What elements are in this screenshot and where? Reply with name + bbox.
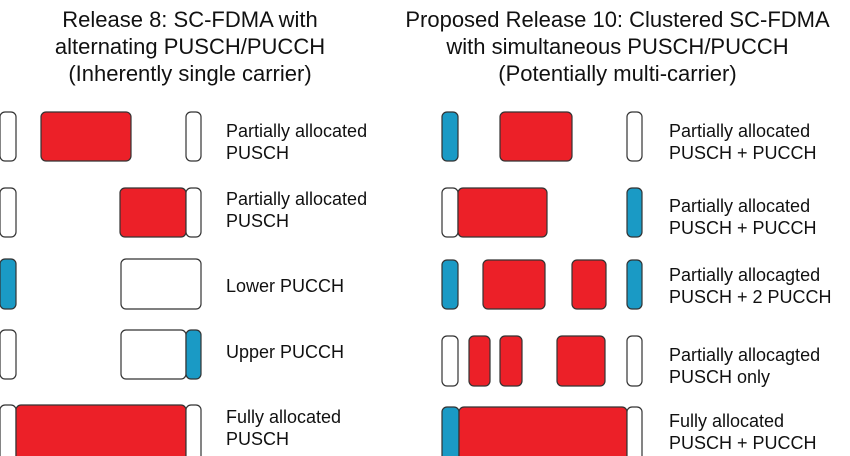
- label-line-1: Lower PUCCH: [226, 276, 345, 296]
- pusch-block: [499, 111, 573, 162]
- pucch-slot-lower: [0, 404, 17, 456]
- release-8-heading-line-3: (Inherently single carrier): [68, 61, 312, 86]
- release-10-heading: Proposed Release 10: Clustered SC-FDMA w…: [385, 6, 850, 87]
- pucch-slot-upper: [185, 404, 202, 456]
- label-line-1: Fully allocated: [226, 407, 342, 427]
- pucch-slot-upper: [185, 187, 202, 238]
- label-line-2: PUSCH: [226, 211, 290, 231]
- label-line-1: Partially allocated: [226, 189, 368, 209]
- release-10-row-1-label: Partially allocated PUSCH + PUCCH: [669, 120, 817, 164]
- pucch-block-lower: [0, 258, 17, 310]
- unallocated-block: [120, 329, 187, 380]
- release-8-row-5: [0, 404, 202, 456]
- release-10-heading-line-3: (Potentially multi-carrier): [498, 61, 737, 86]
- unallocated-block: [120, 258, 202, 310]
- release-8-row-3-label: Lower PUCCH: [226, 275, 344, 297]
- release-8-heading: Release 8: SC-FDMA with alternating PUSC…: [0, 6, 380, 87]
- release-8-row-1-label: Partially allocated PUSCH: [226, 120, 367, 164]
- release-8-row-2-label: Partially allocated PUSCH: [226, 188, 367, 232]
- pusch-block-full: [15, 404, 187, 456]
- pusch-block: [40, 111, 132, 162]
- label-line-1: Fully allocated: [669, 411, 785, 431]
- pucch-block-upper: [626, 187, 643, 238]
- pucch-slot-upper: [626, 406, 643, 456]
- pucch-block-lower: [441, 259, 459, 310]
- release-8-heading-line-1: Release 8: SC-FDMA with: [62, 7, 318, 32]
- label-line-2: PUSCH: [226, 429, 290, 449]
- label-line-2: PUSCH + PUCCH: [669, 433, 817, 453]
- pusch-cluster-3: [556, 335, 606, 387]
- label-line-2: PUSCH + PUCCH: [669, 143, 817, 163]
- pucch-block-upper: [626, 259, 643, 310]
- label-line-1: Partially allocated: [669, 196, 811, 216]
- label-line-2: PUSCH: [226, 143, 290, 163]
- release-8-row-2: [0, 187, 202, 238]
- release-10-heading-line-1: Proposed Release 10: Clustered SC-FDMA: [405, 7, 830, 32]
- release-8-row-3: [0, 258, 202, 310]
- pucch-slot-upper: [626, 335, 643, 387]
- pucch-slot-lower: [0, 187, 17, 238]
- release-10-row-4: [441, 335, 643, 387]
- pucch-slot-lower: [441, 187, 459, 238]
- release-10-row-2-label: Partially allocated PUSCH + PUCCH: [669, 195, 817, 239]
- label-line-1: Upper PUCCH: [226, 342, 345, 362]
- pusch-block-full: [458, 406, 628, 456]
- release-8-row-5-label: Fully allocated PUSCH: [226, 406, 341, 450]
- release-8-heading-line-2: alternating PUSCH/PUCCH: [54, 34, 326, 59]
- pucch-slot-upper: [626, 111, 643, 162]
- pucch-slot-upper: [185, 111, 202, 162]
- label-line-1: Partially allocagted: [669, 345, 821, 365]
- release-10-heading-line-2: with simultaneous PUSCH/PUCCH: [446, 34, 789, 59]
- label-line-2: PUSCH + PUCCH: [669, 218, 817, 238]
- label-line-1: Partially allocated: [669, 121, 811, 141]
- label-line-2: PUSCH only: [669, 367, 771, 387]
- pucch-block-lower: [441, 111, 459, 162]
- pusch-cluster-1: [468, 335, 491, 387]
- label-line-1: Partially allocagted: [669, 265, 821, 285]
- release-8-row-4-label: Upper PUCCH: [226, 341, 344, 363]
- pucch-slot-lower: [441, 335, 459, 387]
- release-10-row-5-label: Fully allocated PUSCH + PUCCH: [669, 410, 817, 454]
- release-8-row-4: [0, 329, 202, 380]
- pusch-cluster-1: [482, 259, 546, 310]
- pusch-block: [119, 187, 187, 238]
- pusch-cluster-2: [499, 335, 523, 387]
- release-10-row-4-label: Partially allocagted PUSCH only: [669, 344, 820, 388]
- release-10-row-3: [441, 259, 643, 310]
- release-10-row-1: [441, 111, 643, 162]
- pucch-block-upper: [185, 329, 202, 380]
- release-10-row-2: [441, 187, 643, 238]
- pucch-block-lower: [441, 406, 460, 456]
- pucch-slot-lower: [0, 111, 17, 162]
- label-line-1: Partially allocated: [226, 121, 368, 141]
- release-10-row-5: [441, 406, 643, 456]
- pusch-cluster-2: [571, 259, 607, 310]
- release-8-row-1: [0, 111, 202, 162]
- release-10-row-3-label: Partially allocagted PUSCH + 2 PUCCH: [669, 264, 832, 308]
- pusch-block: [457, 187, 548, 238]
- pucch-slot-lower: [0, 329, 17, 380]
- label-line-2: PUSCH + 2 PUCCH: [669, 287, 832, 307]
